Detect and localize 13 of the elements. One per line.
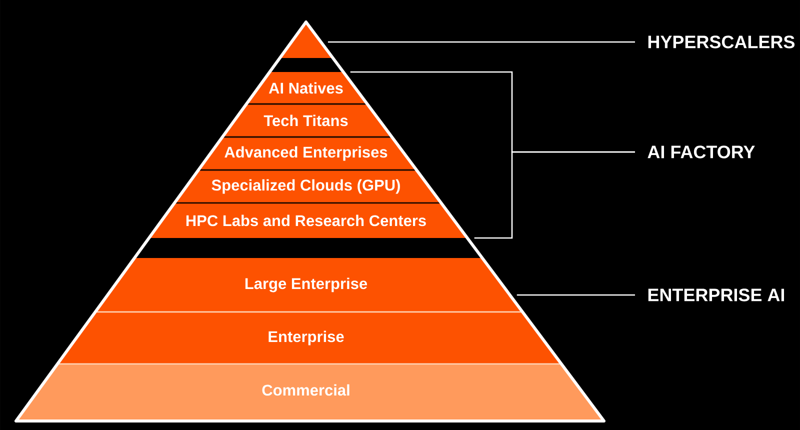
pyramid-tier: Enterprise bbox=[57, 311, 562, 364]
leader-line bbox=[474, 151, 635, 239]
category-label: AI FACTORY bbox=[648, 146, 755, 158]
pyramid-tier: Commercial bbox=[16, 363, 604, 421]
category-label: ENTERPRISE AI bbox=[648, 288, 784, 302]
pyramid-tier: Advanced Enterprises bbox=[198, 136, 417, 170]
leader-line bbox=[516, 294, 635, 296]
pyramid-tier: AI Natives bbox=[246, 72, 368, 104]
pyramid-tier: Tech Titans bbox=[222, 103, 392, 137]
leader-line bbox=[328, 41, 635, 43]
pyramid-tip bbox=[280, 22, 333, 58]
category-label: HYPERSCALERS bbox=[648, 36, 795, 48]
pyramid-tier: HPC Labs and Research Centers bbox=[149, 202, 468, 238]
